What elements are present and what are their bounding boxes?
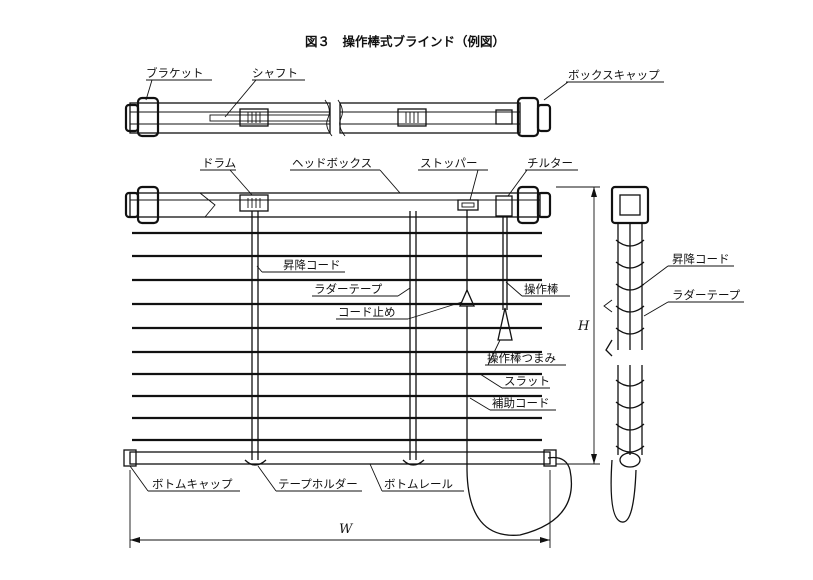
label-tilter: チルター	[527, 156, 573, 170]
label-cord-stop: コード止め	[338, 305, 396, 319]
bracket-left-top	[124, 103, 140, 133]
ladder-tapes	[251, 211, 417, 460]
bottom-rail	[123, 449, 557, 467]
label-stopper: ストッパー	[420, 156, 478, 170]
label-side-lift-cord: 昇降コード	[672, 252, 730, 266]
label-box-cap: ボックスキャップ	[568, 68, 660, 82]
box-cap-top	[516, 96, 540, 138]
height-dimension: H	[556, 186, 600, 465]
label-shaft: シャフト	[252, 66, 298, 80]
width-dimension: W	[129, 470, 551, 548]
label-side-ladder-tape: ラダーテープ	[672, 288, 741, 302]
label-ladder-tape: ラダーテープ	[314, 282, 383, 296]
figure-title: 図３ 操作棒式ブラインド（例図）	[305, 34, 505, 49]
dim-height-label: H	[577, 319, 590, 334]
label-head-box: ヘッドボックス	[292, 156, 372, 170]
drum-top-right	[397, 108, 427, 127]
label-bracket: ブラケット	[146, 66, 204, 80]
tilter	[495, 195, 513, 217]
label-lift-cord: 昇降コード	[283, 258, 341, 272]
drum-top-left	[239, 108, 269, 127]
tape-holder-left	[244, 459, 267, 466]
label-wand-knob: 操作棒つまみ	[487, 351, 556, 365]
head-box	[124, 185, 552, 225]
label-aux-cord: 補助コード	[492, 396, 550, 410]
tape-holder-right	[402, 459, 425, 466]
aux-cord	[466, 356, 572, 536]
label-tape-holder: テープホルダー	[278, 477, 358, 491]
stopper	[457, 199, 479, 211]
label-bottom-rail: ボトムレール	[384, 477, 453, 491]
wand-knob	[497, 307, 513, 341]
label-drum: ドラム	[202, 156, 236, 170]
slats	[132, 231, 542, 442]
label-slat: スラット	[504, 374, 550, 388]
side-view	[603, 185, 650, 523]
wand-assembly	[459, 210, 572, 536]
label-bottom-cap: ボトムキャップ	[152, 477, 233, 491]
label-wand: 操作棒	[524, 282, 559, 296]
drum	[239, 194, 269, 212]
top-assembly	[124, 96, 552, 138]
dim-width-label: W	[339, 522, 354, 537]
